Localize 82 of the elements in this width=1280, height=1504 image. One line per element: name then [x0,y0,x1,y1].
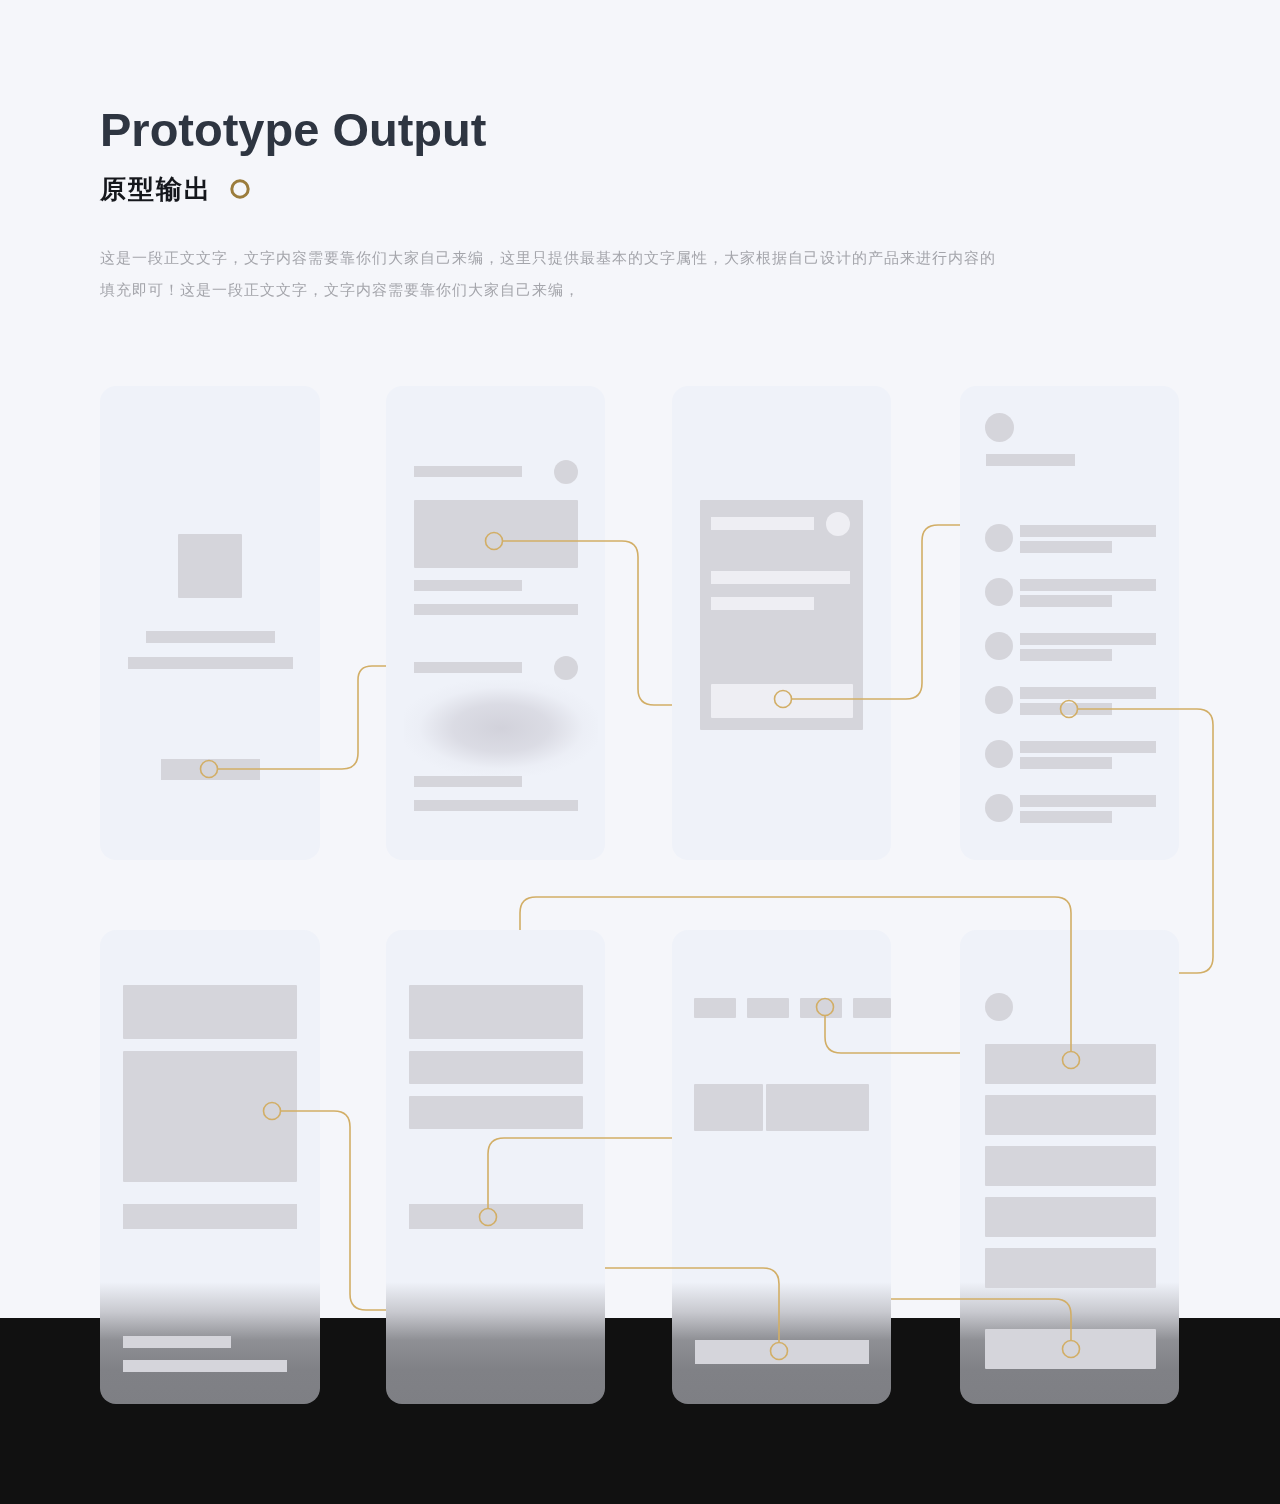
connector-line [604,1267,789,1361]
block-placeholder [985,1248,1156,1288]
image-placeholder [178,534,242,598]
text-line-placeholder [1020,649,1112,661]
text-line-placeholder [711,517,814,530]
text-line-placeholder [1020,525,1156,537]
avatar-placeholder [985,740,1013,768]
text-line-placeholder [146,631,275,643]
button-placeholder [985,1329,1156,1369]
phone-screen [386,930,605,1404]
connector-line [199,665,387,779]
text-line-placeholder [1020,795,1156,807]
connector-line [262,1101,387,1311]
text-line-placeholder [986,454,1075,466]
avatar-placeholder [985,686,1013,714]
text-line-placeholder [1020,811,1112,823]
avatar-placeholder [985,993,1013,1021]
connector-line [478,1137,673,1227]
description-text: 这是一段正文文字，文字内容需要靠你们大家自己来编，这里只提供最基本的文字属性，大家根据自己设计的产品来进行内容的填充即可！这是一段正文文字，文字内容需要靠你们大家自己来编， [100,248,997,300]
connector-line [773,524,961,709]
tab-placeholder [747,998,789,1018]
text-line-placeholder [1020,633,1156,645]
phone-screen [672,930,891,1404]
block-placeholder [985,1197,1156,1237]
text-line-placeholder [414,466,522,477]
text-line-placeholder [1020,579,1156,591]
avatar-placeholder [985,794,1013,822]
text-line-placeholder [414,662,522,673]
tab-placeholder [853,998,891,1018]
card-placeholder [700,500,863,730]
connector-line [815,997,961,1054]
avatar-placeholder [554,656,578,680]
block-placeholder [985,1146,1156,1186]
avatar-placeholder [985,578,1013,606]
block-placeholder [123,1204,297,1229]
block-placeholder [985,1044,1156,1084]
phone-screen [960,386,1179,860]
button-placeholder [695,1340,869,1364]
phone-screen [100,386,320,860]
connector-line [519,896,1081,1070]
text-line-placeholder [1020,757,1112,769]
button-placeholder [711,684,853,718]
text-line-placeholder [123,1360,287,1372]
text-line-placeholder [128,657,293,669]
phone-screen [960,930,1179,1404]
block-placeholder [409,1096,583,1129]
text-line-placeholder [1020,741,1156,753]
text-line-placeholder [414,800,578,811]
text-line-placeholder [1020,541,1112,553]
avatar-placeholder [826,512,850,536]
image-placeholder [123,1051,297,1182]
text-line-placeholder [711,597,814,610]
subtitle: 原型输出 [100,173,212,206]
connector-line [484,531,673,706]
avatar-placeholder [554,460,578,484]
block-placeholder [409,1204,583,1229]
text-line-placeholder [711,571,850,584]
text-line-placeholder [1020,595,1112,607]
text-line-placeholder [123,1336,231,1348]
phone-screen [672,386,891,860]
block-placeholder [766,1084,869,1131]
block-placeholder [694,1084,763,1131]
text-line-placeholder [1020,687,1156,699]
title: Prototype Output [100,102,487,158]
phone-screen [100,930,320,1404]
connector-line [890,1298,1081,1359]
button-placeholder [161,759,260,780]
text-line-placeholder [1020,703,1112,715]
text-line-placeholder [414,776,522,787]
block-placeholder [123,985,297,1039]
image-placeholder [414,500,578,568]
block-placeholder [409,985,583,1039]
block-placeholder [409,1051,583,1084]
text-line-placeholder [414,580,522,591]
phone-screen [386,386,605,860]
avatar-placeholder [985,524,1013,552]
avatar-placeholder [985,632,1013,660]
block-placeholder [985,1095,1156,1135]
text-line-placeholder [414,604,578,615]
tab-placeholder [694,998,736,1018]
connector-line [1059,699,1214,974]
avatar-placeholder [985,413,1014,442]
